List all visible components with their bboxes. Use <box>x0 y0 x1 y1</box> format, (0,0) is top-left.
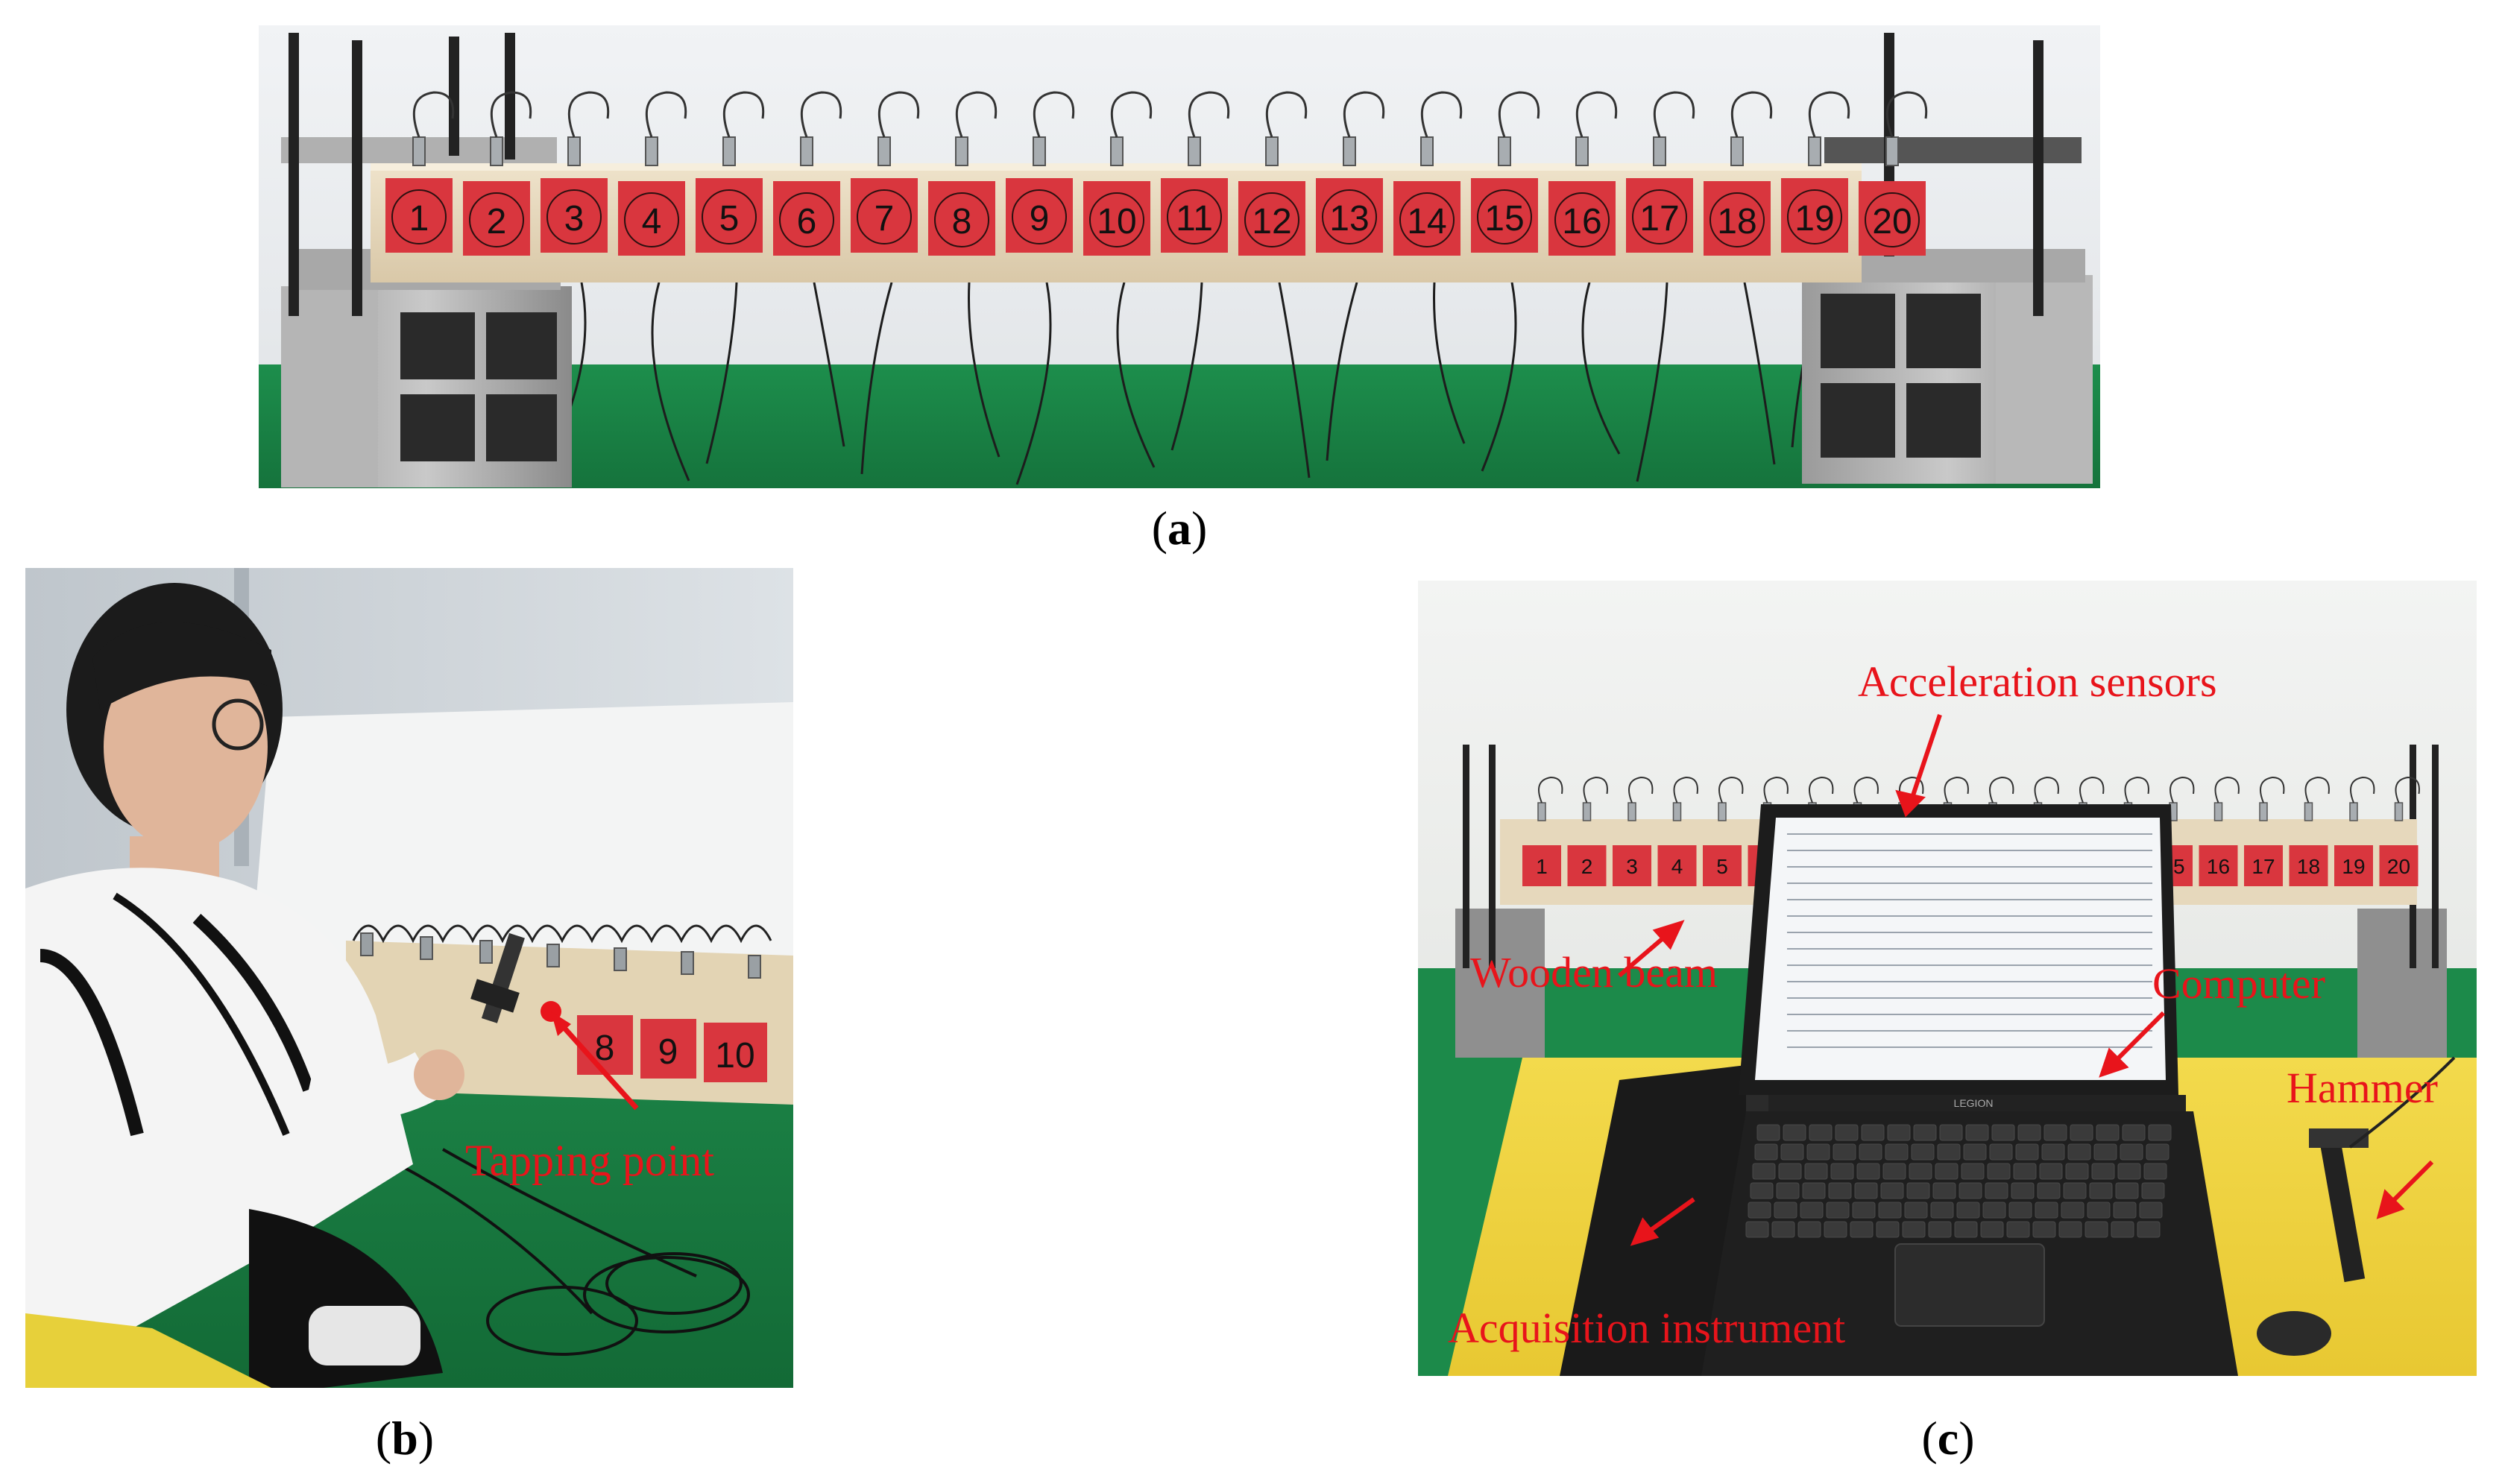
beam-label-a-text-14: 14 <box>1407 202 1446 241</box>
beam-label-c-text-18: 18 <box>2297 855 2320 878</box>
beam-label-c-17 <box>2244 845 2283 886</box>
beam-label-c-text-5: 5 <box>1716 855 1728 878</box>
right-steel-support <box>1802 33 2093 484</box>
beam-label-a-text-15: 15 <box>1484 199 1524 239</box>
beam-label-a-text-13: 13 <box>1329 199 1369 239</box>
acquisition-instrument-label: Acquisition instrument <box>1448 1304 1845 1352</box>
beam-label-a-text-20: 20 <box>1872 202 1912 241</box>
caption-c: (c) <box>1921 1412 1975 1465</box>
beam-label-c-16 <box>2199 845 2238 886</box>
beam-label-c-text-3: 3 <box>1626 855 1638 878</box>
beam-label-a-text-10: 10 <box>1097 202 1136 241</box>
beam-label-c-text-4: 4 <box>1671 855 1683 878</box>
beam-label-a-text-17: 17 <box>1639 199 1679 239</box>
beam-label-a-text-16: 16 <box>1562 202 1601 241</box>
photo-panel-b: 8 9 10 <box>25 568 793 1388</box>
tapping-point-label: Tapping point <box>465 1136 714 1185</box>
beam-label-a-text-3: 3 <box>564 199 584 239</box>
beam-label-a-text-19: 19 <box>1794 199 1834 239</box>
beam-label-c-3 <box>1613 845 1651 886</box>
beam-label-a-text-1: 1 <box>409 199 429 239</box>
mouse <box>2257 1311 2331 1356</box>
person <box>25 583 464 1388</box>
beam-label-a-text-5: 5 <box>719 199 740 239</box>
acceleration-sensors-label: Acceleration sensors <box>1858 657 2217 706</box>
beam-label-a-text-18: 18 <box>1717 202 1756 241</box>
hammer-label: Hammer <box>2287 1064 2438 1112</box>
tapping-photo-b: 8 9 10 <box>25 568 793 1388</box>
beam-label-c-20 <box>2379 845 2419 886</box>
beam-label-c-text-1: 1 <box>1536 855 1548 878</box>
beam-label-a-text-11: 11 <box>1176 199 1213 239</box>
beam-label-c-4 <box>1657 845 1697 886</box>
computer-label: Computer <box>2152 959 2325 1008</box>
beam-label-a-text-2: 2 <box>487 202 507 241</box>
caption-a: (a) <box>1151 502 1208 555</box>
wooden-beam-label: Wooden beam <box>1470 948 1718 997</box>
beam-label-a-text-6: 6 <box>797 202 817 241</box>
caption-b: (b) <box>375 1412 435 1465</box>
beam-label-c-19 <box>2334 845 2373 886</box>
laptop: LEGION <box>1701 804 2238 1376</box>
beam-label-c-2 <box>1567 845 1607 886</box>
beam-label-c-text-16: 16 <box>2207 855 2230 878</box>
acquisition-instrument <box>1560 1065 1746 1376</box>
beam-label-b-10: 10 <box>715 1036 754 1076</box>
beam-label-c-18 <box>2289 845 2328 886</box>
beam-label-c-1 <box>1522 845 1561 886</box>
beam-label-a-text-9: 9 <box>1030 199 1050 239</box>
beam-label-c-5 <box>1703 845 1742 886</box>
hammer-c <box>2309 1056 2456 1283</box>
beam-label-c-text-20: 20 <box>2387 855 2410 878</box>
beam-label-a-text-12: 12 <box>1252 202 1291 241</box>
beam-label-a-text-4: 4 <box>642 202 662 241</box>
beam-label-c-text-2: 2 <box>1581 855 1593 878</box>
beam-label-a-text-8: 8 <box>952 202 972 241</box>
hammer-b <box>470 932 525 1023</box>
laptop-brand: LEGION <box>1954 1097 1994 1109</box>
beam-label-b-9: 9 <box>658 1032 678 1072</box>
beam-label-c-text-19: 19 <box>2342 855 2365 878</box>
beam-label-a-text-7: 7 <box>875 199 895 239</box>
beam-labels-b: 8 9 10 <box>577 1015 767 1082</box>
beam-label-c-text-17: 17 <box>2252 855 2275 878</box>
